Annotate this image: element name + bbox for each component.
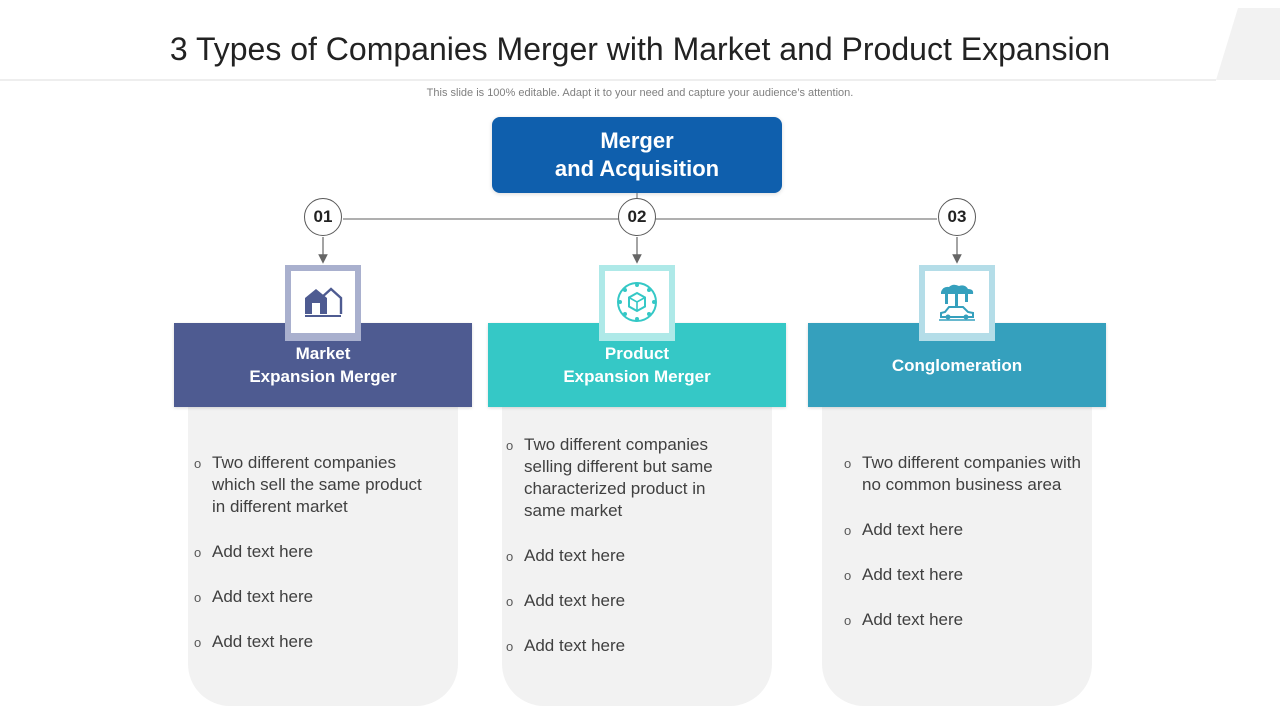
list-item-text: Two different companies selling differen…	[524, 435, 713, 520]
list-item: o Add text here	[194, 586, 434, 608]
list-item: o Add text here	[506, 545, 746, 567]
bullet-list: o Two different companies with no common …	[844, 452, 1084, 654]
list-item-text: Two different companies with no common b…	[862, 453, 1081, 494]
header-title-line2: Expansion Merger	[563, 367, 711, 386]
list-item: o Add text here	[506, 635, 746, 657]
list-item: o Add text here	[506, 590, 746, 612]
corner-decoration	[1216, 8, 1280, 80]
bullet-list: o Two different companies selling differe…	[506, 434, 746, 680]
list-item-text: Add text here	[524, 591, 626, 610]
bullet-marker: o	[506, 594, 514, 609]
header-title-line2: Expansion Merger	[249, 367, 397, 386]
factory-car-icon	[939, 284, 975, 321]
list-item-text: Add text here	[212, 632, 314, 651]
step-number-01: 01	[304, 198, 342, 236]
list-item-text: Add text here	[862, 565, 964, 584]
bullet-marker: o	[844, 456, 852, 471]
list-item: o Add text here	[844, 609, 1084, 631]
bullet-marker: o	[194, 590, 202, 605]
bullet-list: o Two different companies which sell the …	[194, 452, 434, 676]
bullet-marker: o	[194, 545, 202, 560]
header-product-expansion-merger: Product Expansion Merger	[488, 323, 786, 407]
step-number-02: 02	[618, 198, 656, 236]
bullet-marker: o	[844, 613, 852, 628]
bullet-marker: o	[844, 568, 852, 583]
root-label-line2: and Acquisition	[554, 156, 720, 181]
list-item-text: Add text here	[862, 610, 964, 629]
list-item-text: Add text here	[524, 546, 626, 565]
icon-frame-conglomeration	[919, 265, 995, 341]
list-item: o Add text here	[844, 564, 1084, 586]
list-item-text: Add text here	[862, 520, 964, 539]
header-title-line1: Market	[295, 344, 351, 363]
list-item: o Two different companies which sell the …	[194, 452, 434, 518]
list-item: o Add text here	[194, 541, 434, 563]
list-item-text: Add text here	[212, 587, 314, 606]
list-item-text: Two different companies which sell the s…	[212, 453, 422, 516]
product-network-icon	[617, 282, 657, 322]
title-underline	[0, 79, 1216, 81]
house-expansion-icon	[305, 287, 343, 317]
root-node-merger-acquisition: Merger and Acquisition	[492, 117, 782, 193]
list-item: o Add text here	[194, 631, 434, 653]
list-item: o Two different companies selling differe…	[506, 434, 746, 522]
list-item: o Add text here	[844, 519, 1084, 541]
content-card-market-expansion: o Two different companies which sell the …	[188, 400, 458, 706]
header-title-line1: Conglomeration	[891, 355, 1023, 375]
list-item-text: Add text here	[524, 636, 626, 655]
content-card-conglomeration: o Two different companies with no common …	[822, 400, 1092, 706]
root-label-line1: Merger	[600, 128, 674, 153]
header-title-line1: Product	[604, 344, 670, 363]
content-card-product-expansion: o Two different companies selling differe…	[502, 400, 772, 706]
list-item: o Two different companies with no common …	[844, 452, 1084, 496]
bullet-marker: o	[506, 438, 514, 453]
bullet-marker: o	[506, 639, 514, 654]
bullet-marker: o	[844, 523, 852, 538]
step-number-03: 03	[938, 198, 976, 236]
icon-frame-market	[285, 265, 361, 341]
list-item-text: Add text here	[212, 542, 314, 561]
page-title: 3 Types of Companies Merger with Market …	[169, 31, 1111, 67]
bullet-marker: o	[194, 635, 202, 650]
bullet-marker: o	[194, 456, 202, 471]
page-subtitle: This slide is 100% editable. Adapt it to…	[426, 87, 854, 99]
icon-frame-product	[599, 265, 675, 341]
bullet-marker: o	[506, 549, 514, 564]
